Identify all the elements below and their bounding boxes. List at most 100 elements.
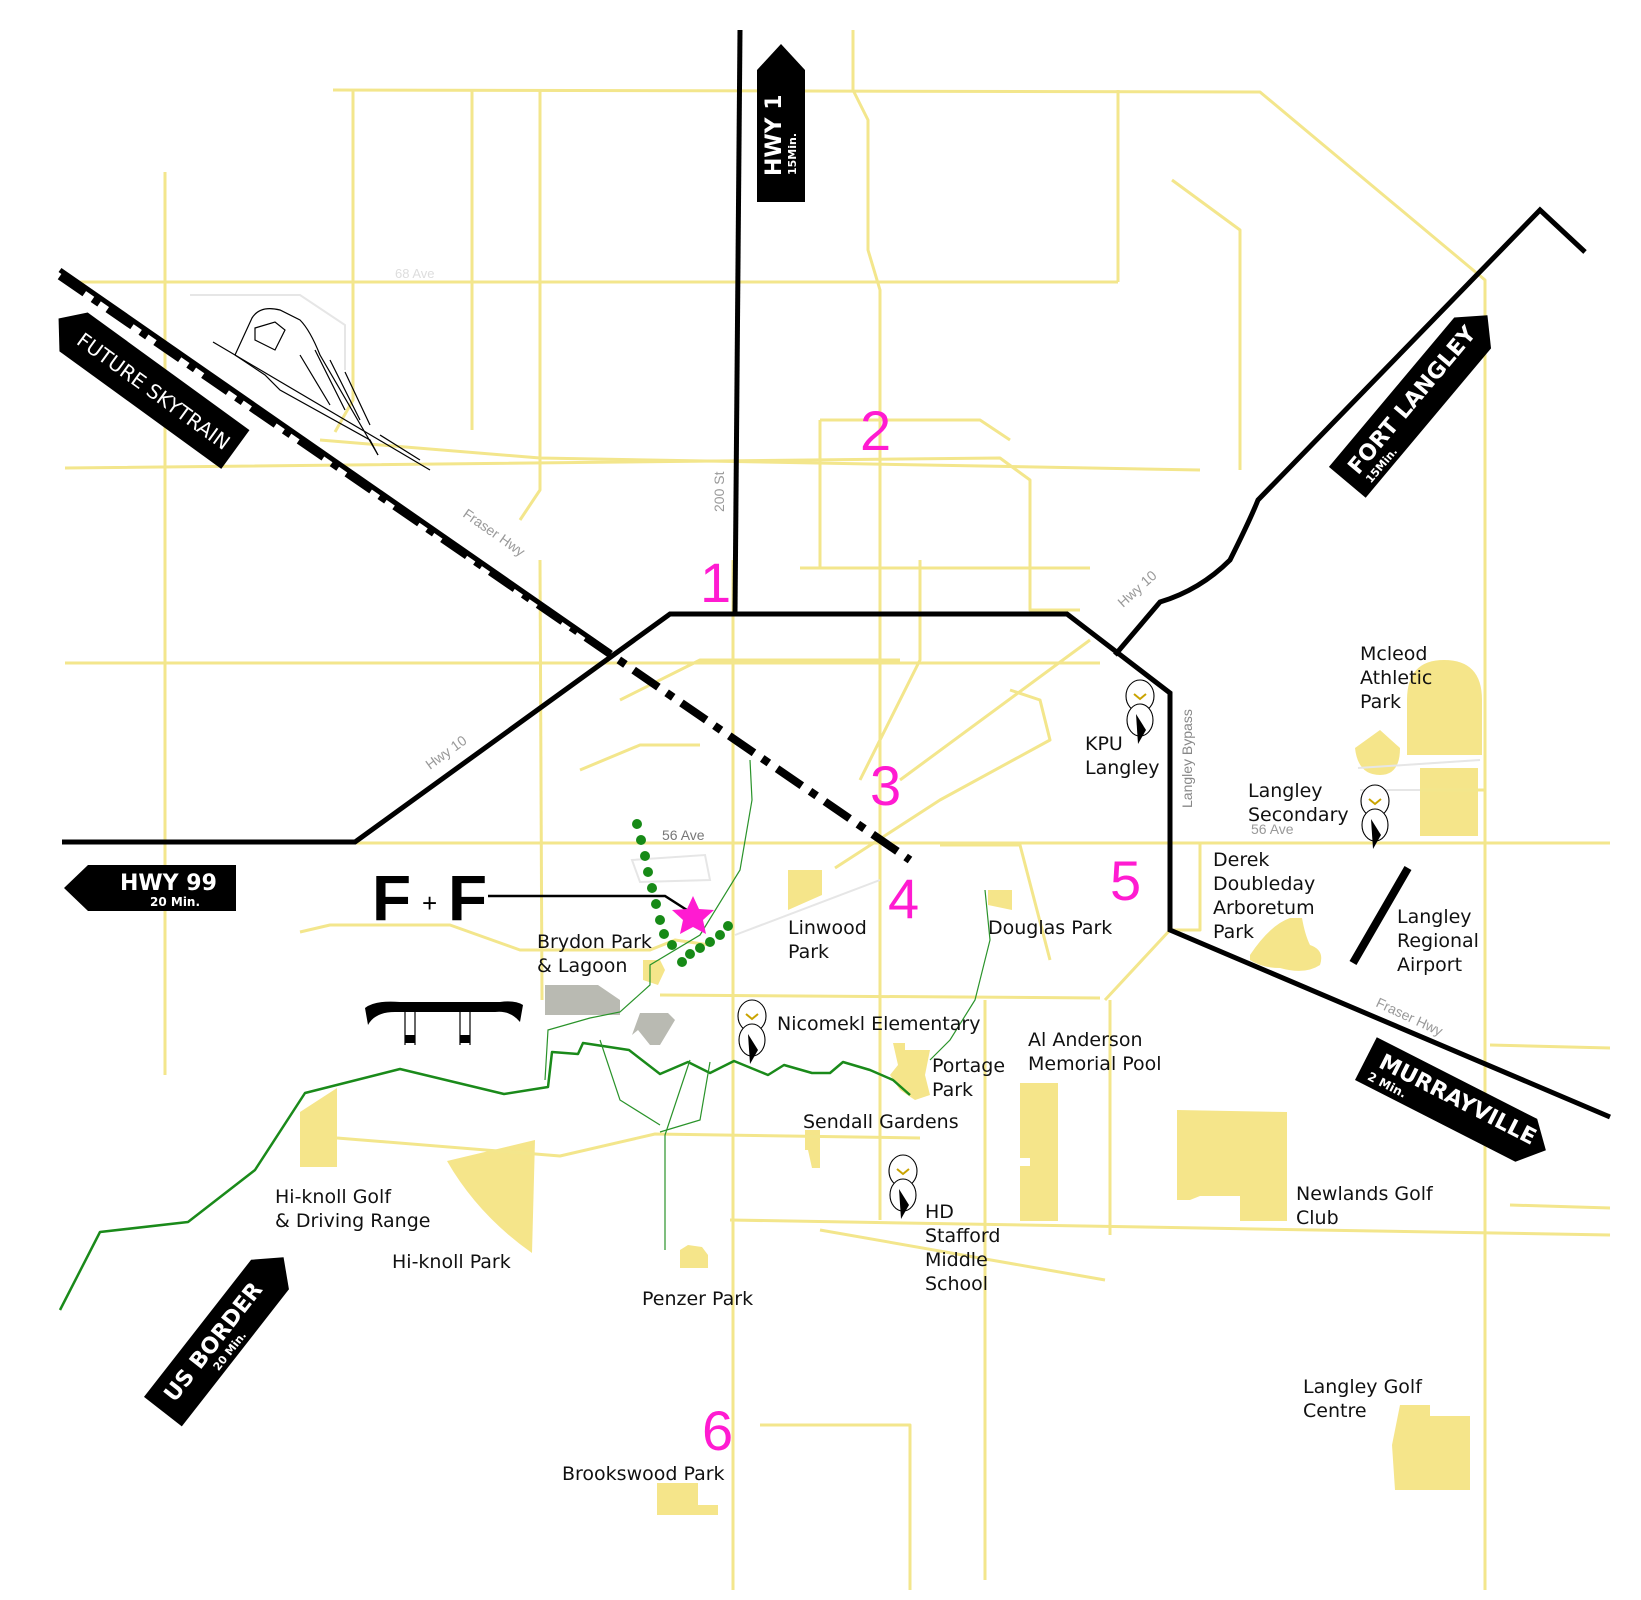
road-label-langley-bypass: Langley Bypass (1179, 709, 1195, 808)
mcleod-park-area-2 (1355, 730, 1400, 775)
road-label-fraser-hwy-west: Fraser Hwy (460, 505, 528, 559)
road-label-56-ave: 56 Ave (662, 827, 705, 843)
place-label-line: Langley (1085, 757, 1160, 779)
place-label-line: Brookswood Park (562, 1463, 725, 1485)
place-label-line: Airport (1397, 954, 1462, 976)
sendall-gardens-area (805, 1130, 820, 1168)
trail-dot (659, 929, 669, 939)
owl-school-icon (888, 1154, 918, 1219)
place-label-line: KPU (1085, 733, 1123, 755)
creeks-layer (58, 759, 991, 1311)
area-number-3[interactable]: 3 (870, 754, 901, 817)
hwy-10-line (62, 611, 1611, 1120)
place-label-line: Langley (1248, 780, 1323, 802)
airport-runway (1349, 865, 1412, 966)
ff-logo-plus: + (422, 888, 437, 918)
sign-hwy-99-title: HWY 99 (120, 871, 217, 896)
place-label-line: Mcleod (1360, 643, 1428, 665)
owl-school-icon (737, 999, 767, 1064)
brydon-park-area (643, 960, 665, 985)
owl-icons (737, 679, 1390, 1219)
fort-langley-line (1113, 206, 1587, 657)
trail-dot (685, 949, 695, 959)
place-label-nicomekl: Nicomekl Elementary (777, 1013, 980, 1035)
langley-golf-area (1392, 1405, 1470, 1490)
brookswood-park-area (657, 1483, 718, 1515)
hiknoll-golf-area (300, 1088, 337, 1167)
place-label-hiknoll-park: Hi-knoll Park (392, 1251, 511, 1273)
place-label-line: Langley (1397, 906, 1472, 928)
place-label-line: Newlands Golf (1296, 1183, 1434, 1205)
place-label-sendall: Sendall Gardens (803, 1111, 959, 1133)
place-label-line: Hi-knoll Golf (275, 1186, 392, 1208)
place-label-line: Park (932, 1079, 973, 1101)
road-label-56-ave-east: 56 Ave (1251, 821, 1294, 837)
trail-dot (695, 943, 705, 953)
place-label-line: Regional (1397, 930, 1479, 952)
sign-murrayville[interactable]: MURRAYVILLE 2 Min. (1355, 1037, 1557, 1171)
trail-dot (632, 819, 642, 829)
place-label-line: Nicomekl Elementary (777, 1013, 980, 1035)
place-label-line: Brydon Park (537, 931, 652, 953)
place-label-line: & Driving Range (275, 1210, 430, 1232)
area-number-4[interactable]: 4 (888, 867, 919, 930)
place-label-line: Club (1296, 1207, 1339, 1229)
place-label-line: Langley Golf (1303, 1376, 1423, 1398)
newlands-golf-area (1177, 1110, 1287, 1221)
place-label-penzer-park: Penzer Park (642, 1288, 753, 1310)
sign-hwy-1[interactable]: HWY 1 15Min. (757, 44, 805, 202)
place-label-line: Middle (925, 1249, 988, 1271)
ff-logo-left: F (372, 862, 411, 934)
location-star-icon[interactable] (672, 896, 714, 934)
outlines-layer (190, 294, 1481, 936)
canoe-icon (365, 1001, 523, 1045)
place-label-line: Linwood (788, 917, 867, 939)
area-number-1[interactable]: 1 (700, 551, 731, 614)
place-label-line: School (925, 1273, 988, 1295)
sign-hwy-1-title: HWY 1 (762, 94, 787, 176)
place-label-line: Hi-knoll Park (392, 1251, 511, 1273)
ff-logo-right: F (448, 862, 487, 934)
linwood-park-area (788, 870, 822, 910)
place-label-brookswood: Brookswood Park (562, 1463, 725, 1485)
trail-dot (636, 835, 646, 845)
place-label-line: Douglas Park (988, 917, 1112, 939)
area-number-2[interactable]: 2 (860, 399, 891, 462)
portage-park-area (890, 1043, 930, 1100)
place-label-line: HD (925, 1201, 954, 1223)
trail-dot (667, 940, 677, 950)
skytrain-line (57, 272, 913, 864)
place-label-line: Doubleday (1213, 873, 1315, 895)
area-number-6[interactable]: 6 (702, 1399, 733, 1462)
ff-pointer (488, 894, 714, 934)
place-label-brydon-park: Brydon Park& Lagoon (537, 931, 652, 977)
trail-dot (640, 851, 650, 861)
area-number-5[interactable]: 5 (1110, 849, 1141, 912)
place-label-line: Al Anderson (1028, 1029, 1142, 1051)
sign-hwy-99[interactable]: HWY 99 20 Min. (64, 865, 236, 911)
sign-hwy-1-subtitle: 15Min. (786, 133, 799, 175)
place-label-line: Park (1213, 921, 1254, 943)
trail-dot (723, 921, 733, 931)
lagoon-building-2 (632, 1013, 675, 1045)
sign-future-skytrain-title: FUTURE SKYTRAIN (72, 328, 234, 455)
sign-us-border-title: US BORDER (160, 1278, 268, 1407)
sign-us-border[interactable]: US BORDER 20 Min. (143, 1242, 302, 1427)
trail-dot (643, 867, 653, 877)
douglas-park-area (988, 890, 1012, 910)
place-label-line: Stafford (925, 1225, 1000, 1247)
road-label-200-st: 200 St (711, 471, 727, 512)
trail-layer (632, 819, 733, 967)
al-anderson-area (1020, 1083, 1058, 1221)
